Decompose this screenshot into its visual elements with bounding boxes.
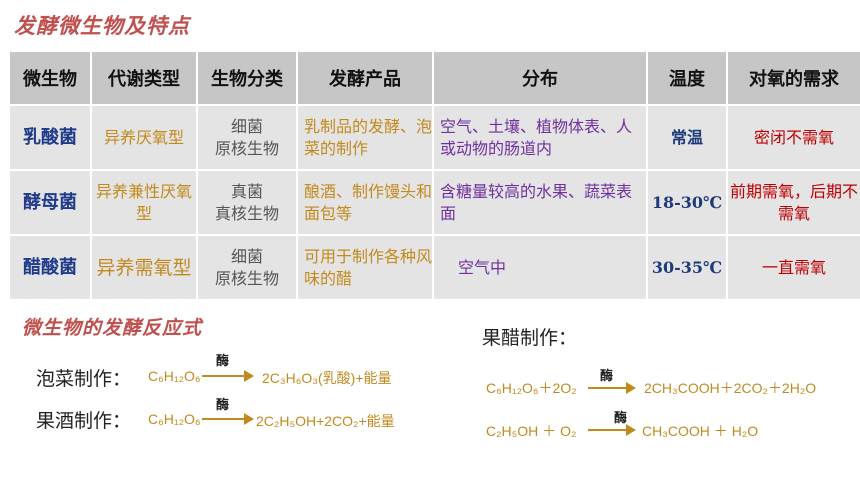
pickle-lhs: C₆H₁₂O₆ (148, 368, 201, 384)
table-row: 乳酸菌 异养厌氧型 细菌原核生物 乳制品的发酵、泡菜的制作 空气、土壤、植物体表… (8, 104, 860, 171)
header-cell: 发酵产品 (296, 50, 434, 106)
wine-lhs: C₆H₁₂O₆ (148, 411, 201, 427)
bio-kingdom: 真菌 (230, 181, 263, 201)
ferment-product: 乳制品的发酵、泡菜的制作 (296, 104, 434, 171)
bio-cell-type: 真核生物 (214, 203, 279, 223)
bio-cell-type: 原核生物 (214, 138, 279, 158)
enzyme-label: 酶 (614, 411, 628, 426)
vinegar-label: 果醋制作： (482, 327, 578, 349)
table-header-row: 微生物 代谢类型 生物分类 发酵产品 分布 温度 对氧的需求 (8, 50, 860, 106)
bio-class: 真菌真核生物 (196, 169, 298, 236)
distribution: 空气中 (432, 234, 648, 301)
metabolism-type: 异养需氧型 (90, 234, 198, 301)
bio-class: 细菌原核生物 (196, 104, 298, 171)
metabolism-type: 异养兼性厌氧型 (90, 169, 198, 236)
top-bar (0, 0, 860, 8)
temperature: 常温 (646, 104, 728, 171)
pickle-rhs: 2C₃H₆O₃(乳酸)+能量 (262, 370, 392, 386)
distribution: 含糖量较高的水果、蔬菜表面 (432, 169, 648, 236)
header-cell: 生物分类 (196, 50, 298, 106)
temperature: 18-30℃ (646, 169, 728, 236)
oxygen-need: 密闭不需氧 (726, 104, 860, 171)
enzyme-label: 酶 (600, 369, 614, 384)
reaction-arrow (588, 424, 636, 436)
header-cell: 微生物 (8, 50, 92, 106)
wine-label: 果酒制作： (36, 410, 132, 432)
reaction-arrow (202, 370, 254, 382)
microbe-name: 酵母菌 (8, 169, 92, 236)
microbe-name: 乳酸菌 (8, 104, 92, 171)
header-cell: 温度 (646, 50, 728, 106)
table-row: 酵母菌 异养兼性厌氧型 真菌真核生物 酿酒、制作馒头和面包等 含糖量较高的水果、… (8, 169, 860, 236)
reaction-arrow (202, 413, 254, 425)
metabolism-type: 异养厌氧型 (90, 104, 198, 171)
header-cell: 对氧的需求 (726, 50, 860, 106)
pickle-label: 泡菜制作： (36, 368, 132, 390)
ferment-product: 可用于制作各种风味的醋 (296, 234, 434, 301)
header-cell: 分布 (432, 50, 648, 106)
bio-kingdom: 细菌 (230, 116, 263, 136)
vinegar-eq1-lhs: C₆H₁₂O₆＋2O₂ (486, 380, 577, 396)
temperature: 30-35℃ (646, 234, 728, 301)
oxygen-need: 前期需氧，后期不需氧 (726, 169, 860, 236)
vinegar-eq1-rhs: 2CH₃COOH＋2CO₂＋2H₂O (644, 380, 817, 396)
bio-kingdom: 细菌 (230, 246, 263, 266)
vinegar-eq2-lhs: C₂H₅OH ＋ O₂ (486, 423, 577, 439)
wine-rhs: 2C₂H₅OH+2CO₂+能量 (256, 413, 395, 429)
ferment-product: 酿酒、制作馒头和面包等 (296, 169, 434, 236)
enzyme-label: 酶 (216, 354, 230, 369)
page-title: 发酵微生物及特点 (14, 13, 190, 38)
distribution: 空气、土壤、植物体表、人或动物的肠道内 (432, 104, 648, 171)
microbe-table: 微生物 代谢类型 生物分类 发酵产品 分布 温度 对氧的需求 乳酸菌 异养厌氧型… (8, 50, 860, 301)
enzyme-label: 酶 (216, 398, 230, 413)
bio-cell-type: 原核生物 (214, 268, 279, 288)
reactions-heading: 微生物的发酵反应式 (22, 317, 203, 339)
table-row: 醋酸菌 异养需氧型 细菌原核生物 可用于制作各种风味的醋 空气中 30-35℃ … (8, 234, 860, 301)
microbe-name: 醋酸菌 (8, 234, 92, 301)
reaction-arrow (588, 382, 636, 394)
vinegar-eq2-rhs: CH₃COOH ＋ H₂O (642, 423, 759, 439)
oxygen-need: 一直需氧 (726, 234, 860, 301)
header-cell: 代谢类型 (90, 50, 198, 106)
bio-class: 细菌原核生物 (196, 234, 298, 301)
